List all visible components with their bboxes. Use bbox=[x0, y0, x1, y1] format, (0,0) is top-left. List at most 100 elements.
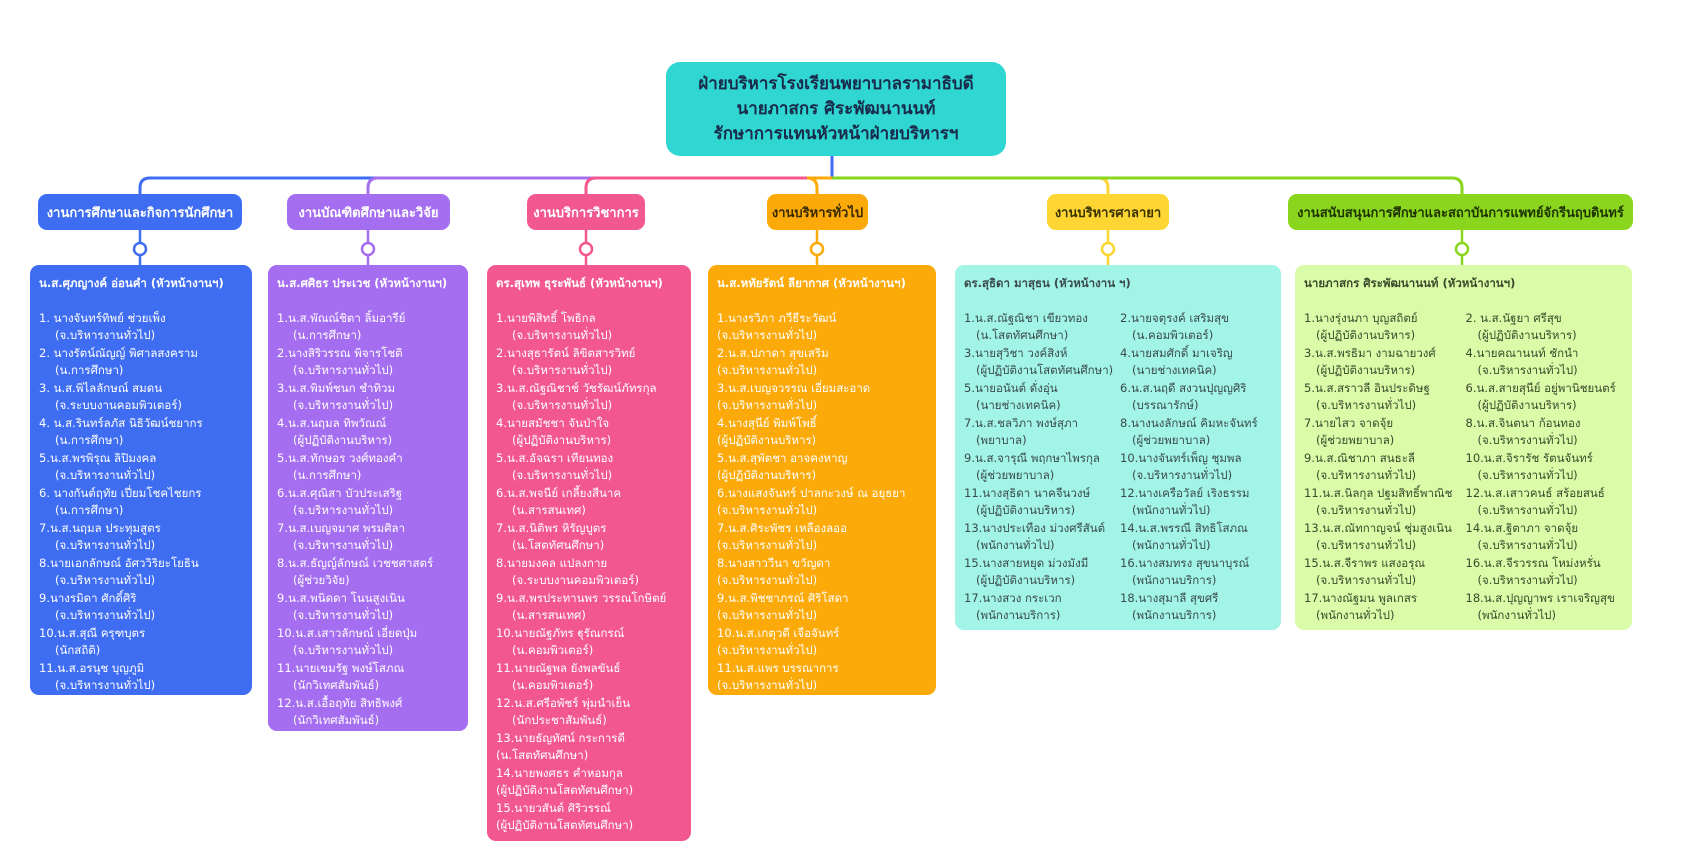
member-cell: 7.นายไสว จาดจุ้ย(ผู้ช่วยพยาบาล) bbox=[1304, 415, 1462, 450]
member-role: (จ.บริหารงานทั่วไป) bbox=[293, 608, 394, 622]
member-role: (ผู้ช่วยพยาบาล) bbox=[1132, 433, 1211, 447]
member-cell: 17.นางสวง กระเวก(พนักงานบริการ) bbox=[964, 590, 1116, 625]
member-role: (ผู้ปฏิบัติงานโสตทัศนศึกษา) bbox=[496, 818, 634, 832]
member-name: 12.นางเครือวัลย์ เริงธรรม bbox=[1120, 485, 1250, 500]
member-name: 6.น.ส.นฤดี สงวนปุญญศิริ bbox=[1120, 380, 1247, 395]
card-head: น.ส.หทัยรัตน์ ลียากาศ (หัวหน้างานฯ) bbox=[717, 276, 906, 290]
dept-node-chakri-support: งานสนับสนุนการศึกษาและสถาบันการแพทย์จักร… bbox=[1288, 194, 1633, 230]
member-name: 8.นายเอกลักษณ์ อัศววิริยะโยธิน bbox=[39, 555, 199, 570]
root-acting-head-name: นายภาสกร ศิระพัฒนานนท์ bbox=[736, 98, 936, 119]
card-head: น.ส.ศุภญางค์ อ่อนคำ (หัวหน้างานฯ) bbox=[39, 276, 224, 290]
card-head: น.ส.ศศิธร ประเวช (หัวหน้างานฯ) bbox=[277, 276, 448, 290]
member-name: 3.น.ส.เบญจวรรณ เอี่ยมสะอาด bbox=[717, 380, 871, 395]
member-name: 5.น.ส.อัจฉรา เทียนทอง bbox=[496, 450, 614, 465]
member-cell: 2. น.ส.นัฐยา ศรีสุข(ผู้ปฏิบัติงานบริหาร) bbox=[1466, 310, 1624, 345]
member-role: (บรรณารักษ์) bbox=[1132, 398, 1199, 412]
member-name: 8.นายมงคล แปลงกาย bbox=[496, 555, 608, 570]
member-name: 10.น.ส.เกตุวดี เจือจันทร์ bbox=[717, 625, 840, 640]
member-name: 1.น.ส.พัณณ์ชิตา ลิ้มอารีย์ bbox=[277, 310, 406, 325]
member-name: 10.นายณัฐภัทร ฐุรัณกรณ์ bbox=[496, 625, 625, 640]
member-role: (จ.ระบบงานคอมพิวเตอร์) bbox=[55, 398, 182, 412]
member-role: (จ.บริหารงานทั่วไป) bbox=[717, 503, 818, 517]
member-cell: 1.น.ส.ณัฐณิชา เขียวทอง(น.โสตทัศนศึกษา) bbox=[964, 310, 1116, 345]
member-name: 14.นายพงศธร คำหอมกุล bbox=[496, 765, 623, 780]
member-role: (จ.บริหารงานทั่วไป) bbox=[717, 538, 818, 552]
member-name: 2.นางสุธารัตน์ ลิขิตสารวิทย์ bbox=[496, 345, 636, 360]
member-cell: 14.น.ส.ฐิตาภา จาดจุ้ย(จ.บริหารงานทั่วไป) bbox=[1466, 520, 1624, 555]
member-role: (จ.บริหารงานทั่วไป) bbox=[55, 328, 156, 342]
member-name: 5.น.ส.พรพิรุณ ลิปิมงคล bbox=[39, 450, 157, 465]
member-role: (พนักงานบริการ) bbox=[1132, 608, 1217, 622]
member-role: (จ.บริหารงานทั่วไป) bbox=[1477, 468, 1578, 482]
member-name: 1. นางจันทร์ทิพย์ ช่วยเพ็ง bbox=[39, 310, 166, 325]
member-name: 15.น.ส.จีราพร แสงอรุณ bbox=[1304, 555, 1426, 570]
member-name: 13.น.ส.ณัทกาญจน์ ชุ่มสูงเนิน bbox=[1304, 520, 1452, 535]
member-name: 8.น.ส.ธัญญ์ลักษณ์ เวชชศาสตร์ bbox=[277, 555, 434, 570]
member-cell: 5.น.ส.สราวลี อินประดิษฐ(จ.บริหารงานทั่วไ… bbox=[1304, 380, 1462, 415]
member-grid: 1.น.ส.ณัฐณิชา เขียวทอง(น.โสตทัศนศึกษา) 2… bbox=[964, 310, 1272, 625]
member-role: (จ.บริหารงานทั่วไป) bbox=[293, 363, 394, 377]
member-name: 15.นางสายหยุด ม่วงมังมี bbox=[964, 555, 1089, 570]
member-cell: 15.นางสายหยุด ม่วงมังมี (ผู้ปฏิบัติงานบริ… bbox=[964, 555, 1116, 590]
member-role: (จ.บริหารงานทั่วไป) bbox=[1316, 468, 1417, 482]
member-role: (ผู้ปฏิบัติงานบริหาร) bbox=[1316, 363, 1416, 377]
member-name: 14.น.ส.ฐิตาภา จาดจุ้ย bbox=[1465, 520, 1579, 535]
member-cell: 12.นางเครือวัลย์ เริงธรรม(พนักงานทั่วไป) bbox=[1120, 485, 1272, 520]
members-card-chakri-support: นายภาสกร ศิระพัฒนานนท์ (หัวหน้างานฯ) 1.น… bbox=[1295, 265, 1632, 630]
member-role: (จ.บริหารงานทั่วไป) bbox=[717, 608, 818, 622]
member-role: (พนักงานทั่วไป) bbox=[1477, 608, 1556, 622]
member-role: (ผู้ปฏิบัติงานบริหาร) bbox=[717, 468, 817, 482]
member-role: (จ.บริหารงานทั่วไป) bbox=[512, 468, 613, 482]
member-role: (ผู้ปฏิบัติงานบริหาร) bbox=[1477, 398, 1577, 412]
member-role: (พนักงานทั่วไป) bbox=[1132, 538, 1211, 552]
member-name: 7.น.ส.ชลวิภา พงษ์สุภา bbox=[964, 415, 1079, 430]
member-role: (ผู้ปฏิบัติงานบริหาร) bbox=[717, 433, 817, 447]
member-name: 5.นายอนันต์ ดั่งอุ่น bbox=[964, 380, 1058, 395]
member-cell: 18.น.ส.ปุญญาพร เราเจริญสุข(พนักงานทั่วไป… bbox=[1466, 590, 1624, 625]
member-cell: 16.นางสมทรง สุขนาบุรณ์(พนักงานบริการ) bbox=[1120, 555, 1272, 590]
member-cell: 5.นายอนันต์ ดั่งอุ่น(นายช่างเทคนิค) bbox=[964, 380, 1116, 415]
member-role: (จ.บริหารงานทั่วไป) bbox=[717, 678, 818, 692]
member-role: (จ.บริหารงานทั่วไป) bbox=[293, 643, 394, 657]
member-cell: 1.นางรุ่งนภา บุญสถิตย์(ผู้ปฏิบัติงานบริห… bbox=[1304, 310, 1462, 345]
member-role: (จ.บริหารงานทั่วไป) bbox=[1477, 573, 1578, 587]
member-role: (ผู้ปฏิบัติงานโสตทัศนศึกษา) bbox=[496, 783, 634, 797]
member-name: 8.นางสาววีนา ขวัญดา bbox=[717, 555, 831, 570]
member-name: 15.นายวสันต์ ศิริวรรณ์ bbox=[496, 800, 611, 815]
member-role: (ผู้ปฏิบัติงานบริหาร) bbox=[1316, 328, 1416, 342]
member-role: (นักสถิติ) bbox=[55, 643, 101, 657]
member-grid: 1.นางรุ่งนภา บุญสถิตย์(ผู้ปฏิบัติงานบริห… bbox=[1304, 310, 1623, 625]
member-role: (จ.บริหารงานทั่วไป) bbox=[55, 538, 156, 552]
member-role: (จ.บริหารงานทั่วไป) bbox=[55, 678, 156, 692]
member-role: (จ.บริหารงานทั่วไป) bbox=[293, 538, 394, 552]
member-role: (พนักงานบริการ) bbox=[1132, 573, 1217, 587]
member-name: 4.นางสุนีย์ พิมพ์โพธิ์ bbox=[717, 415, 817, 430]
member-name: 4.น.ส.นฤมล ทิพวัณณ์ bbox=[277, 415, 387, 430]
member-role: (พนักงานทั่วไป) bbox=[1316, 608, 1395, 622]
member-cell: 17.นางณัฐมน พูลเกสร(พนักงานทั่วไป) bbox=[1304, 590, 1462, 625]
member-name: 2. นางรัตน์ณัญญ์ พิศาลสงคราม bbox=[39, 345, 198, 360]
member-name: 2.นายจตุรงค์ เสริมสุข bbox=[1120, 310, 1229, 325]
member-role: (น.การศึกษา) bbox=[293, 468, 362, 482]
member-name: 7.น.ส.เบญจมาศ พรมศิลา bbox=[277, 520, 406, 535]
member-role: (น.การศึกษา) bbox=[293, 328, 362, 342]
member-name: 7.นายไสว จาดจุ้ย bbox=[1304, 415, 1394, 430]
member-role: (น.โสตทัศนศึกษา) bbox=[976, 328, 1069, 342]
member-role: (พนักงานบริการ) bbox=[976, 608, 1061, 622]
members-card-graduate-research: น.ส.ศศิธร ประเวช (หัวหน้างานฯ) 1.น.ส.พัณ… bbox=[268, 265, 468, 731]
member-cell: 13.นางประเทือง ม่วงศรีสันต์(พนักงานทั่วไ… bbox=[964, 520, 1116, 555]
member-cell: 2.นายจตุรงค์ เสริมสุข(น.คอมพิวเตอร์) bbox=[1120, 310, 1272, 345]
dept-node-graduate-research: งานบัณฑิตศึกษาและวิจัย bbox=[287, 194, 450, 230]
member-name: 11.น.ส.นิลกุล ปฐมสิทธิ์พาณิช bbox=[1304, 485, 1453, 500]
member-name: 11.นางสุธิดา นาคจีนวงษ์ bbox=[964, 485, 1091, 500]
member-name: 5.น.ส.สราวลี อินประดิษฐ bbox=[1304, 380, 1430, 395]
member-name: 11.นายณัฐพล ยังพลขันธ์ bbox=[496, 660, 621, 675]
card-head: ดร.สุเทพ ธุระพันธ์ (หัวหน้างานฯ) bbox=[496, 276, 663, 290]
member-role: (น.การศึกษา) bbox=[55, 503, 124, 517]
member-name: 13.นายธัญทัศน์ กระการดี bbox=[496, 730, 625, 745]
member-cell: 11.นางสุธิดา นาคจีนวงษ์(ผู้ปฏิบัติงานบริ… bbox=[964, 485, 1116, 520]
member-role: (ผู้ปฏิบัติงานบริหาร) bbox=[976, 573, 1076, 587]
member-cell: 3.น.ส.พรธิมา งามฉายวงศ์(ผู้ปฏิบัติงานบริ… bbox=[1304, 345, 1462, 380]
member-list: 1.น.ส.พัณณ์ชิตา ลิ้มอารีย์ (น.การศึกษา) … bbox=[277, 310, 459, 730]
member-cell: 10.นางจันทร์เพ็ญ ชุมพล(จ.บริหารงานทั่วไป… bbox=[1120, 450, 1272, 485]
